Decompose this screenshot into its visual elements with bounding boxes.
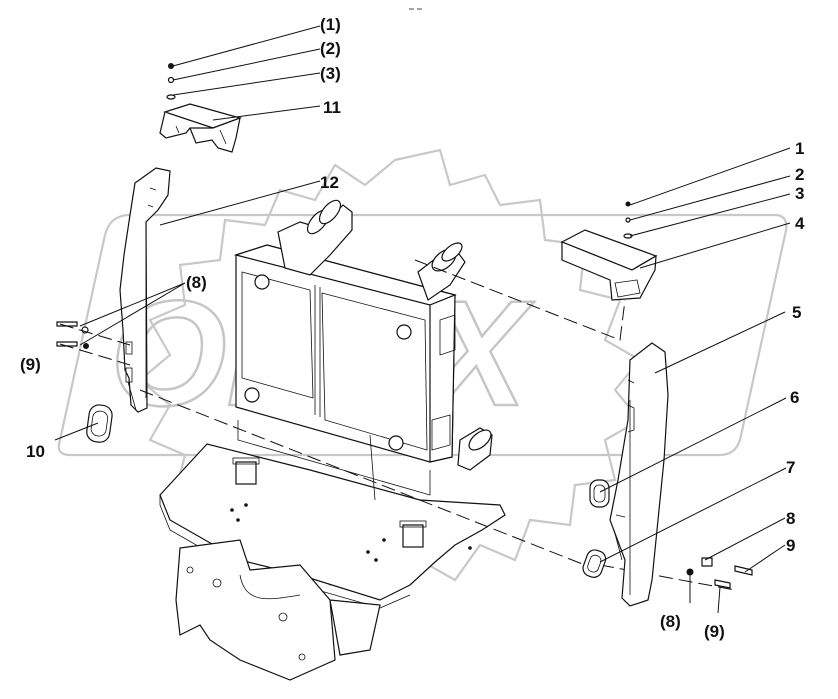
top-cover-plate-part [159,63,242,153]
callout-9: 9 [786,536,795,555]
callout-8-left: (8) [186,273,207,292]
cooler-assembly-part [159,199,506,681]
grommet-left [86,404,113,443]
callout-1-top: (1) [320,15,341,34]
leader-lines [54,25,791,614]
callout-9-left: (9) [20,355,41,374]
callout-2-top: (2) [320,39,341,58]
left-bolts [56,321,131,366]
callout-11: 11 [323,98,341,117]
callout-1: 1 [795,139,804,158]
callout-6: 6 [790,388,799,407]
callout-4: 4 [795,214,805,233]
grommet-right-upper [589,479,610,508]
callouts: (1) (2) (3) 11 12 1 2 3 4 5 (8) (9) 10 6… [20,15,805,641]
screw-head [168,63,174,69]
callout-8-bottom: (8) [660,612,681,631]
callout-8: 8 [786,509,795,528]
assembly-line-bolts [599,564,736,591]
lower-bracket [175,539,336,681]
callout-10: 10 [26,442,45,461]
callout-5: 5 [792,303,801,322]
left-side-panel-part [56,167,171,443]
assembly-line-upper [414,259,626,341]
callout-12: 12 [320,173,339,192]
right-side-panel-part [582,342,753,607]
right-bolts [686,557,753,589]
callout-2: 2 [795,165,804,184]
callout-3-top: (3) [320,64,341,83]
grommet-right-lower [582,549,607,578]
callout-3: 3 [795,184,804,203]
base-holes [230,503,472,562]
spring-washer [167,76,175,84]
flat-washer [166,94,176,100]
callout-9-bottom: (9) [704,622,725,641]
callout-7: 7 [786,458,795,477]
right-top-bracket-part [560,201,658,301]
